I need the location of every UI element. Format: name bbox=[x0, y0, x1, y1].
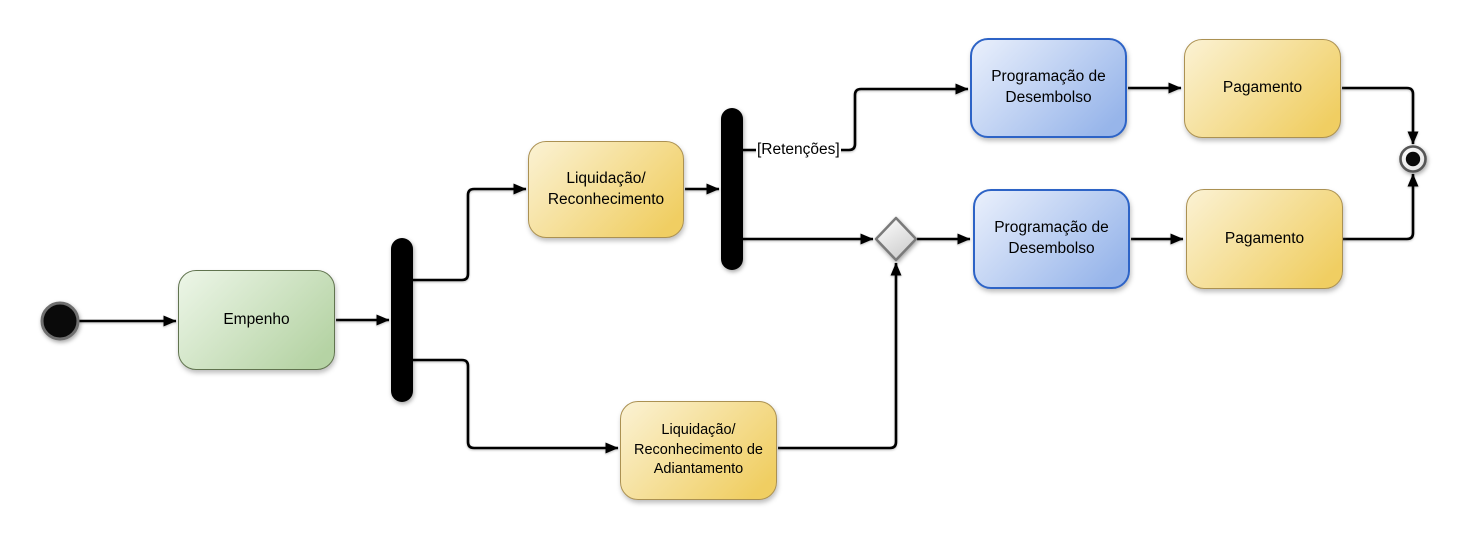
final-node[interactable] bbox=[1399, 145, 1427, 173]
fork-bar-2[interactable] bbox=[721, 108, 743, 270]
edge-pagamento-main-to-final bbox=[1342, 173, 1419, 241]
activity-liquidacao-adiantamento-label: Liquidação/ Reconhecimento de Adiantamen… bbox=[634, 422, 763, 478]
activity-programacao-desembolso-retencoes[interactable]: Programação de Desembolso bbox=[970, 38, 1127, 138]
activity-pagamento-retencoes[interactable]: Pagamento bbox=[1184, 39, 1341, 138]
edge-pagamento-retencoes-to-final bbox=[1342, 86, 1419, 145]
activity-liquidacao-reconhecimento[interactable]: Liquidação/ Reconhecimento bbox=[528, 141, 684, 238]
merge-decision-node[interactable] bbox=[874, 216, 918, 262]
edge-fork1-to-liquidacao-reconhecimento bbox=[413, 183, 527, 282]
activity-pagamento[interactable]: Pagamento bbox=[1186, 189, 1343, 289]
edge-adiantamento-to-merge bbox=[778, 262, 902, 450]
final-node-dot bbox=[1405, 151, 1421, 167]
activity-programacao-label: Programação de Desembolso bbox=[994, 219, 1109, 257]
fork-bar-1[interactable] bbox=[391, 238, 413, 402]
activity-empenho[interactable]: Empenho bbox=[178, 270, 335, 370]
guard-label-retencoes[interactable]: [Retenções] bbox=[756, 140, 841, 159]
activity-pagamento-retencoes-label: Pagamento bbox=[1222, 79, 1303, 97]
edge-fork1-to-liquidacao-adiantamento bbox=[413, 358, 619, 454]
activity-programacao-desembolso[interactable]: Programação de Desembolso bbox=[973, 189, 1130, 289]
activity-liquidacao-reconhecimento-adiantamento[interactable]: Liquidação/ Reconhecimento de Adiantamen… bbox=[620, 401, 777, 500]
activity-programacao-retencoes-label: Programação de Desembolso bbox=[991, 68, 1106, 106]
start-node[interactable] bbox=[40, 301, 80, 341]
activity-empenho-label: Empenho bbox=[223, 310, 290, 328]
activity-liquidacao-reconhecimento-label: Liquidação/ Reconhecimento bbox=[547, 169, 665, 208]
activity-pagamento-label: Pagamento bbox=[1224, 229, 1305, 247]
